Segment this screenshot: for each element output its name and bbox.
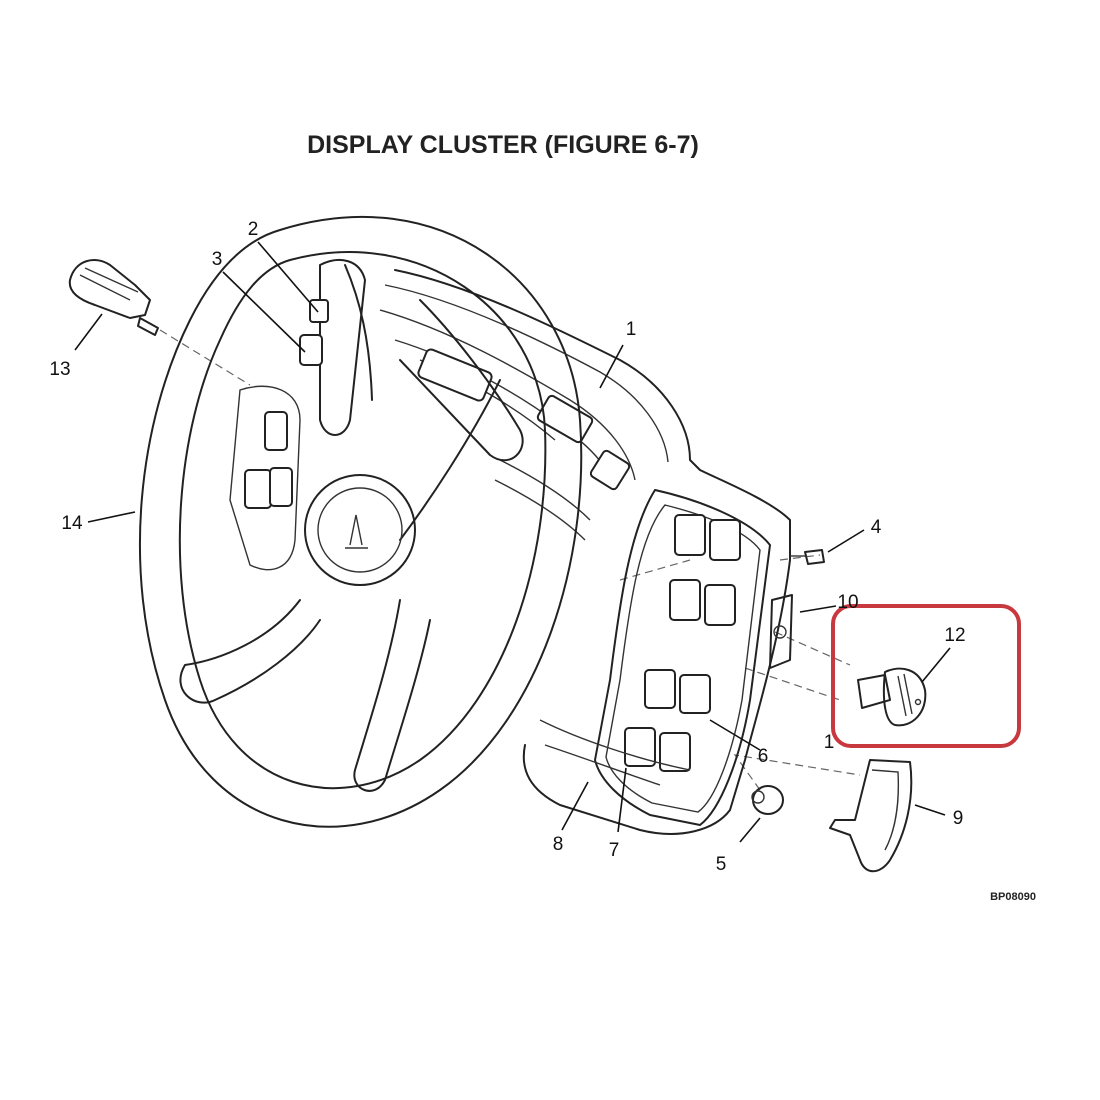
callout-5: 5 [716, 854, 727, 875]
callout-7: 7 [609, 840, 620, 861]
part-13-clip [68, 259, 159, 336]
callout-14: 14 [61, 513, 83, 534]
cluster-housing [379, 269, 791, 835]
callout-6: 6 [758, 746, 769, 767]
part-10-bracket [769, 594, 793, 669]
callout-10: 10 [837, 592, 858, 613]
part-9-cover [829, 759, 913, 873]
drawing-code: BP08090 [990, 891, 1036, 903]
highlight-box [831, 604, 1021, 748]
callout-4: 4 [871, 517, 882, 538]
callout-2: 2 [248, 219, 259, 240]
callout-12: 12 [944, 625, 965, 646]
callout-3: 3 [212, 249, 223, 270]
part-12-key [857, 667, 927, 727]
callout-1: 1 [626, 319, 637, 340]
callout-9: 9 [953, 808, 964, 829]
figure-title: DISPLAY CLUSTER (FIGURE 6-7) [307, 131, 699, 159]
part-5-knob [751, 785, 784, 815]
part-4-screw [790, 549, 825, 565]
callout-13: 13 [49, 359, 70, 380]
steering-wheel [138, 215, 583, 828]
callout-8: 8 [553, 834, 564, 855]
callout-11: 1 [824, 732, 835, 753]
assembly-lines [159, 329, 861, 791]
leader-lines [74, 241, 951, 843]
